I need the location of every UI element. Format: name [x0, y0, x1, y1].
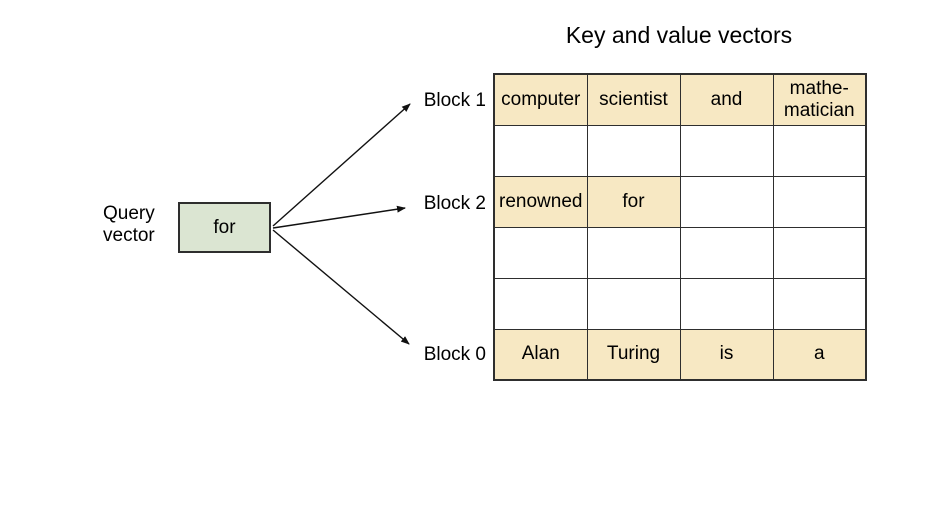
arrow-to-block-0 — [272, 229, 410, 345]
table-row — [493, 226, 867, 279]
table-cell — [679, 277, 774, 330]
table-cell — [586, 124, 681, 177]
table-cell — [772, 175, 867, 228]
table-cell — [586, 277, 681, 330]
diagram-title: Key and value vectors — [565, 22, 793, 48]
table-cell — [493, 277, 588, 330]
block-2-label: Block 2 — [423, 193, 486, 214]
table-cell: is — [679, 328, 774, 381]
table-cell: a — [772, 328, 867, 381]
table-cell: for — [586, 175, 681, 228]
query-token: for — [213, 216, 236, 238]
table-cell: computer — [493, 73, 588, 126]
table-cell: renowned — [493, 175, 588, 228]
table-cell — [772, 124, 867, 177]
block-1-label: Block 1 — [423, 90, 486, 111]
table-row: computer scientist and mathe- matician — [493, 73, 867, 126]
arrow-to-block-1 — [272, 103, 411, 227]
table-cell — [679, 175, 774, 228]
table-row — [493, 277, 867, 330]
kv-cache-table: computer scientist and mathe- matician r… — [493, 73, 867, 381]
table-cell — [679, 226, 774, 279]
table-row: renowned for — [493, 175, 867, 228]
table-cell — [679, 124, 774, 177]
table-cell: Turing — [586, 328, 681, 381]
query-vector-box: for — [178, 202, 271, 253]
table-cell — [772, 277, 867, 330]
table-cell: mathe- matician — [772, 73, 867, 126]
table-cell — [493, 226, 588, 279]
table-cell — [772, 226, 867, 279]
table-row — [493, 124, 867, 177]
block-0-label: Block 0 — [423, 344, 486, 365]
table-row: Alan Turing is a — [493, 328, 867, 381]
table-cell: Alan — [493, 328, 588, 381]
table-cell: and — [679, 73, 774, 126]
table-cell — [493, 124, 588, 177]
query-vector-label: Query vector — [103, 203, 155, 246]
table-cell — [586, 226, 681, 279]
arrow-to-block-2 — [272, 205, 406, 229]
table-cell: scientist — [586, 73, 681, 126]
